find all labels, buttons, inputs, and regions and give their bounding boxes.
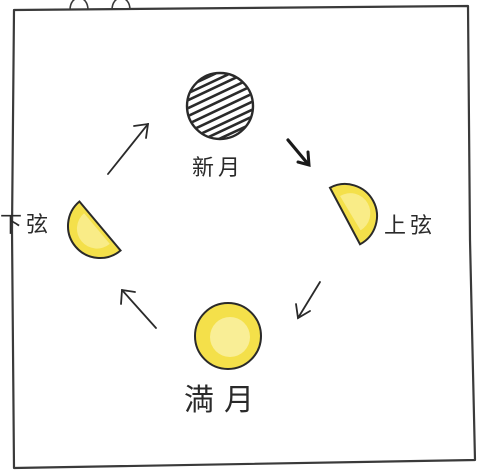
arrow-full-to-last-quarter [120,288,157,329]
last-quarter-half-moon [67,200,122,259]
full-moon-label: 満月 [184,383,264,418]
top-loop-left [69,0,89,11]
frame-border [10,4,477,470]
first-quarter-half-moon [328,183,378,246]
new-moon-disc [185,71,255,141]
last-quarter-label: 下弦 [0,213,53,238]
arrow-first-quarter-to-full [295,281,321,320]
new-moon-label: 新月 [192,156,245,181]
first-quarter-label: 上弦 [384,214,437,239]
full-moon-disc [194,302,262,370]
arrow-new-to-first-quarter [286,138,311,168]
top-loop-right [111,0,131,11]
arrow-last-quarter-to-new [107,122,150,175]
